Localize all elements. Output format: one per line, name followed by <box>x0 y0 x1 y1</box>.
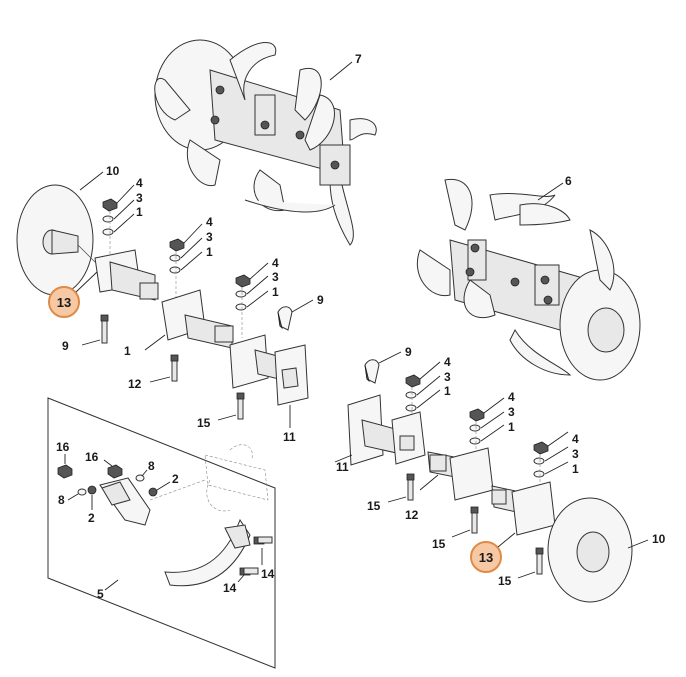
callout-15-c: 15 <box>197 416 211 430</box>
bolt-15-c[interactable] <box>236 392 245 420</box>
callout-3-b: 3 <box>206 230 213 244</box>
bolt-15-b[interactable] <box>170 354 179 382</box>
callout-1-a: 1 <box>136 205 143 219</box>
callout-3-a: 3 <box>136 191 143 205</box>
hub-13-left[interactable] <box>77 244 159 301</box>
callout-7: 7 <box>355 52 362 66</box>
callout-5: 5 <box>97 587 104 601</box>
shaft-12-left[interactable] <box>161 289 234 349</box>
callout-3-c: 3 <box>272 270 279 284</box>
callout-15-a: 9 <box>62 339 69 353</box>
callout-8-a: 8 <box>58 493 65 507</box>
callout-11-a: 11 <box>283 430 296 444</box>
side-disc-left-10[interactable] <box>16 184 94 296</box>
callout-15-d: 15 <box>367 499 381 513</box>
callout-3-e: 3 <box>508 405 515 419</box>
callout-13-left: 13 <box>57 295 71 310</box>
side-disc-right-10[interactable] <box>547 497 633 603</box>
clip-9-left[interactable] <box>277 306 293 331</box>
callout-4-d: 4 <box>444 355 451 369</box>
nut-washer-stack-c[interactable] <box>235 274 251 338</box>
callout-11-b: 11 <box>336 460 349 474</box>
nut-washer-stack-f[interactable] <box>533 441 549 496</box>
callout-13-right: 13 <box>479 550 493 565</box>
callout-16-a: 16 <box>56 440 70 454</box>
bolt-15-f[interactable] <box>535 547 544 575</box>
callout-1-b: 1 <box>206 245 213 259</box>
callout-10-right: 10 <box>652 532 666 546</box>
hub-13-right[interactable] <box>491 481 556 536</box>
highlight-13-right[interactable]: 13 <box>470 532 516 573</box>
shaft-12-right[interactable] <box>427 447 494 501</box>
callout-16-b: 16 <box>85 450 99 464</box>
callout-3-f: 3 <box>572 447 579 461</box>
tine-assembly-6[interactable] <box>416 178 641 381</box>
housing-11-left[interactable] <box>229 334 309 406</box>
callout-15-e: 15 <box>432 537 446 551</box>
callout-4-b: 4 <box>206 215 213 229</box>
callout-1-d: 1 <box>444 384 451 398</box>
nut-washer-stack-e[interactable] <box>469 408 485 470</box>
callout-8-b: 8 <box>148 459 155 473</box>
callout-1-c: 1 <box>272 285 279 299</box>
callout-12-b: 12 <box>405 508 419 522</box>
highlight-13-left[interactable]: 13 <box>48 271 98 318</box>
callout-15-f: 15 <box>498 574 512 588</box>
nut-washer-stack-d[interactable] <box>405 374 421 440</box>
callout-2-a: 2 <box>88 511 95 525</box>
kit-5-panel[interactable] <box>47 397 276 669</box>
callout-9-a: 9 <box>317 293 324 307</box>
callout-4-e: 4 <box>508 390 515 404</box>
callout-1-e: 1 <box>508 420 515 434</box>
tine-assembly-7[interactable] <box>154 39 377 246</box>
callout-4-c: 4 <box>272 256 279 270</box>
bolt-15-a[interactable] <box>100 314 109 344</box>
housing-11-right[interactable] <box>347 394 426 466</box>
callout-10-left: 10 <box>106 164 120 178</box>
bolt-15-e[interactable] <box>470 506 479 534</box>
nut-washer-stack-b[interactable] <box>169 238 185 298</box>
callout-14-b: 14 <box>223 581 237 595</box>
callout-12-a: 1 <box>124 344 131 358</box>
callout-9-b: 9 <box>405 345 412 359</box>
callout-15-b: 12 <box>128 377 142 391</box>
nut-washer-stack-a[interactable] <box>102 198 118 255</box>
callout-1-f: 1 <box>572 462 579 476</box>
callout-4-f: 4 <box>572 432 579 446</box>
callout-14-a: 14 <box>261 567 275 581</box>
callout-4-a: 4 <box>136 176 143 190</box>
callout-6: 6 <box>565 174 572 188</box>
bolt-15-d[interactable] <box>406 473 415 501</box>
callout-2-b: 2 <box>172 472 179 486</box>
clip-9-right[interactable] <box>364 359 380 384</box>
callout-3-d: 3 <box>444 370 451 384</box>
